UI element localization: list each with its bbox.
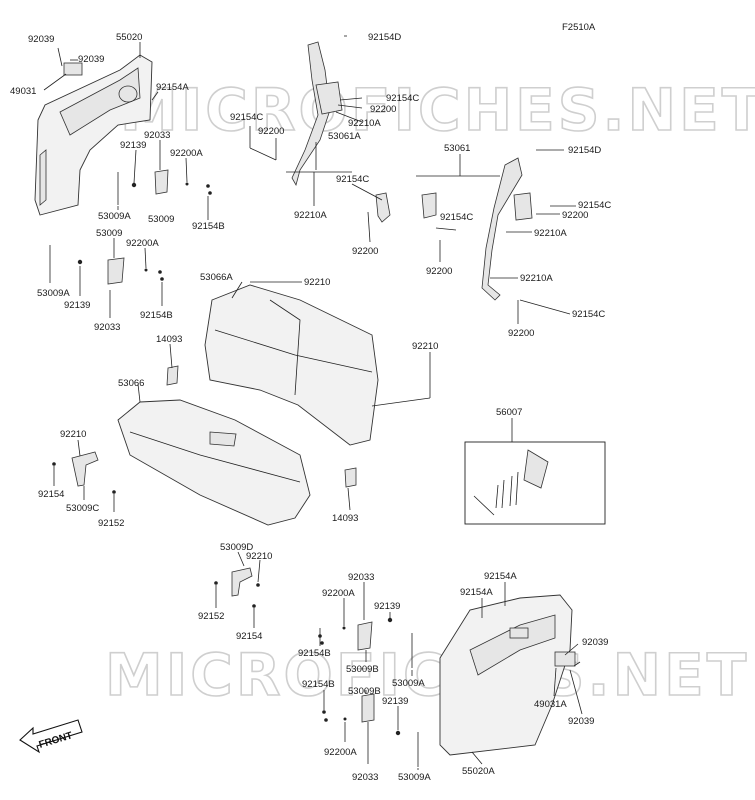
part-label: 92154C — [440, 212, 473, 223]
part-label: 92154C — [230, 112, 263, 123]
part-label: 92200 — [370, 104, 396, 115]
part-label: 14093 — [332, 513, 358, 524]
part-label: 92154B — [302, 679, 335, 690]
part-label: 92154 — [38, 489, 64, 500]
part-label: 53009D — [220, 542, 253, 553]
part-label: 53009A — [398, 772, 431, 783]
part-label: 92210 — [304, 277, 330, 288]
side-panel-left — [34, 54, 153, 216]
part-label: 92154D — [368, 32, 401, 43]
part-label: 92139 — [382, 696, 408, 707]
part-label: 92033 — [352, 772, 378, 783]
part-label: 92200A — [322, 588, 355, 599]
part-label: 53009C — [66, 503, 99, 514]
part-label: 92210A — [520, 273, 553, 284]
part-label: 53009B — [346, 664, 379, 675]
part-label: 49031 — [10, 86, 36, 97]
part-label: 53009 — [148, 214, 174, 225]
part-label: 92139 — [64, 300, 90, 311]
bracket-53009D — [231, 567, 253, 597]
reflector-49031 — [63, 62, 83, 76]
part-label: 92200 — [508, 328, 534, 339]
watermark-bottom: MICROFICHES.NET — [105, 641, 749, 709]
part-label: 53061 — [444, 143, 470, 154]
part-label: 92154 — [236, 631, 262, 642]
part-label: 53009A — [37, 288, 70, 299]
part-label: 92154D — [568, 145, 601, 156]
part-label: 92210 — [60, 429, 86, 440]
part-label: 92154C — [578, 200, 611, 211]
part-label: 92210A — [534, 228, 567, 239]
part-label: 92154B — [192, 221, 225, 232]
hardware-bottom-center — [318, 617, 419, 767]
part-label: 53061A — [328, 131, 361, 142]
part-label: 92210 — [412, 341, 438, 352]
seat-belt-53061 — [421, 157, 533, 301]
part-label: 55020 — [116, 32, 142, 43]
bracket-14093-a — [166, 365, 179, 386]
part-label: 55020A — [462, 766, 495, 777]
reflector-49031A — [554, 651, 576, 667]
part-label: 92154C — [336, 174, 369, 185]
part-label: 92033 — [144, 130, 170, 141]
part-label: 92154B — [140, 310, 173, 321]
part-label: 92039 — [568, 716, 594, 727]
part-label: 92210A — [348, 118, 381, 129]
part-labels: 92039 55020 92039 49031 92154A 92033 921… — [10, 32, 611, 783]
part-label: 92154C — [386, 93, 419, 104]
seat-belt-53061A — [291, 41, 391, 223]
seat-bottom-53066 — [117, 399, 311, 526]
part-label: 53066A — [200, 272, 233, 283]
front-arrow: FRONT — [19, 719, 83, 754]
part-label: 53009 — [96, 228, 122, 239]
part-label: 92200 — [426, 266, 452, 277]
seat-back-53066A — [204, 284, 379, 446]
part-label: 49031A — [534, 699, 567, 710]
part-label: 92200A — [126, 238, 159, 249]
part-label: 92200 — [562, 210, 588, 221]
part-label: 92200A — [170, 148, 203, 159]
part-label: 92152 — [98, 518, 124, 529]
figure-code: F2510A — [562, 22, 596, 33]
part-label: 92200 — [352, 246, 378, 257]
part-label: 92033 — [348, 572, 374, 583]
watermark-top: MICROFICHES.NET — [120, 76, 755, 144]
part-label: 53066 — [118, 378, 144, 389]
hook-53009C — [71, 451, 99, 487]
part-label: 53009A — [392, 678, 425, 689]
leader-lines — [43, 35, 583, 770]
part-label: 92033 — [94, 322, 120, 333]
tool-kit-56007 — [464, 441, 606, 525]
part-label: 92039 — [28, 34, 54, 45]
part-label: 14093 — [156, 334, 182, 345]
part-label: 92210 — [246, 551, 272, 562]
part-label: 92200A — [324, 747, 357, 758]
part-label: 92210A — [294, 210, 327, 221]
part-label: 92154B — [298, 648, 331, 659]
part-label: 92152 — [198, 611, 224, 622]
part-label: 53009B — [348, 686, 381, 697]
part-label: 92154A — [484, 571, 517, 582]
part-label: 92200 — [258, 126, 284, 137]
part-label: 92139 — [120, 140, 146, 151]
part-label: 92154A — [460, 587, 493, 598]
part-label: 92039 — [582, 637, 608, 648]
part-label: 92154C — [572, 309, 605, 320]
side-panel-right — [439, 594, 576, 756]
part-label: 92154A — [156, 82, 189, 93]
part-label: 92139 — [374, 601, 400, 612]
bracket-14093-b — [344, 467, 357, 488]
hardware-top-left — [49, 169, 212, 285]
part-label: 53009A — [98, 211, 131, 222]
part-label: 56007 — [496, 407, 522, 418]
part-label: 92039 — [78, 54, 104, 65]
